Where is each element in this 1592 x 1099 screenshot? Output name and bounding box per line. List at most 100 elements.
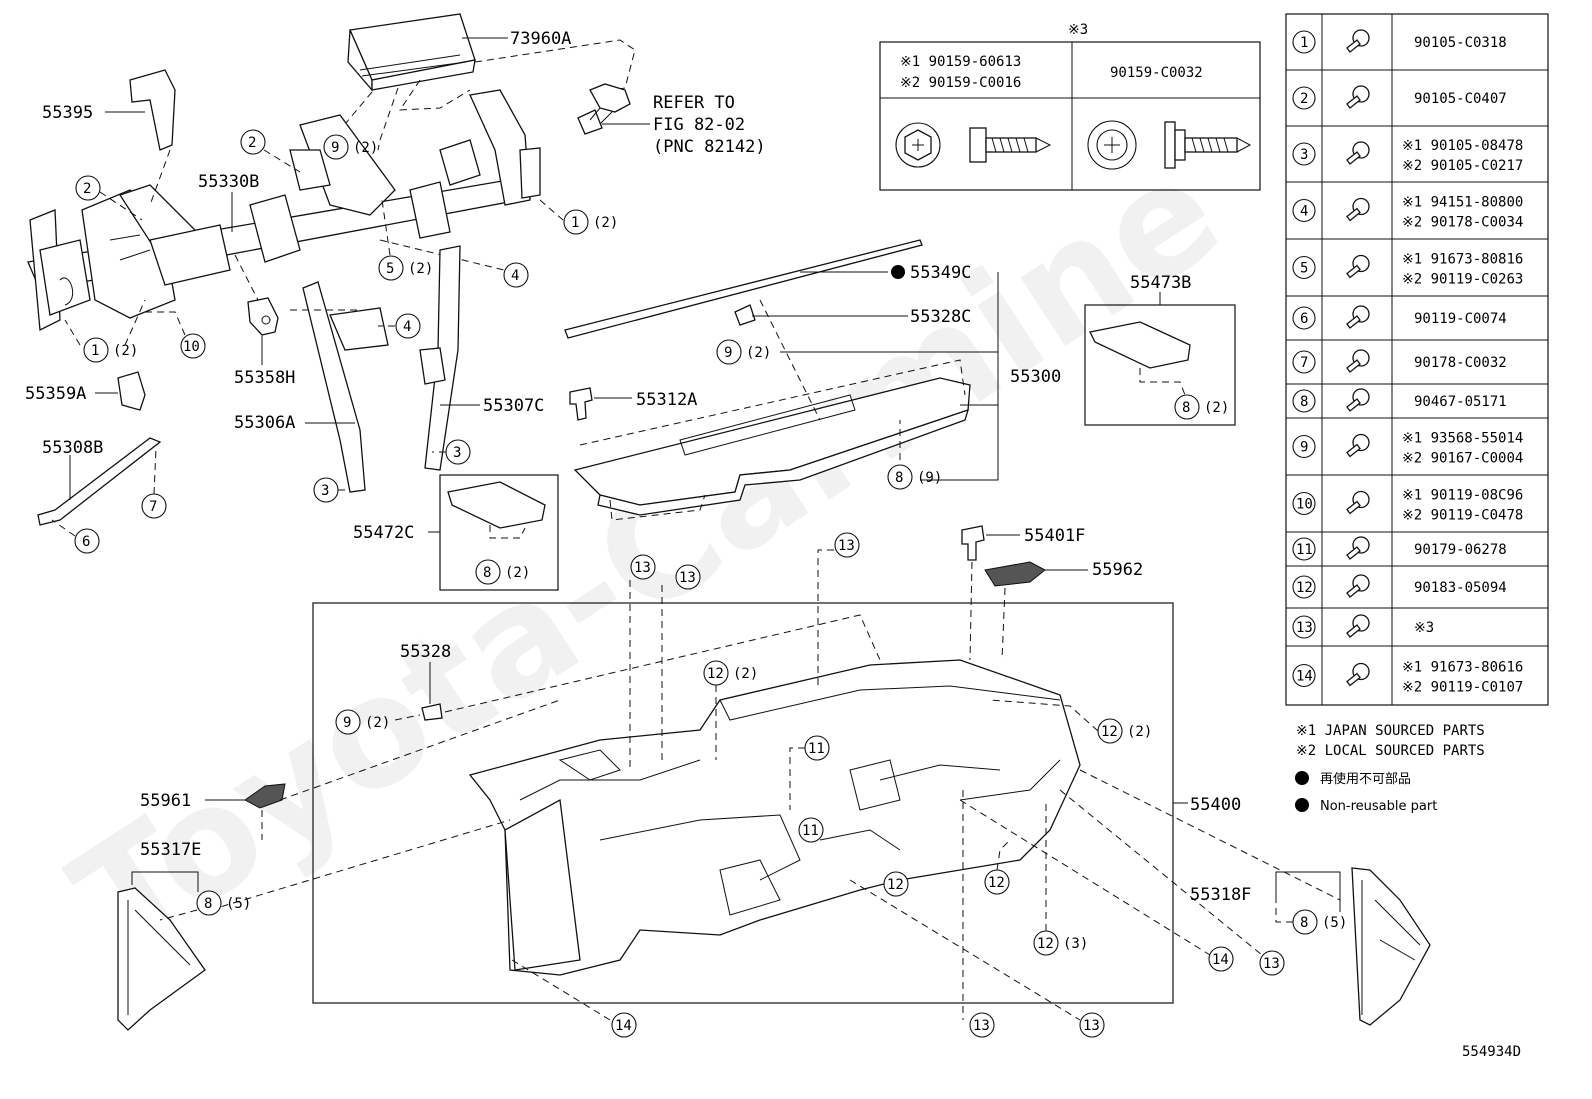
clip-55328c [734,304,756,326]
parts-row-number: 7 [1300,355,1308,371]
callout-55349c: 55349C [910,263,971,283]
svg-text:8: 8 [895,470,903,486]
brace-55308b [37,437,162,526]
parts-row-number-circle [1292,255,1316,280]
callout-circle-6: 6 [74,528,100,554]
fastener-icon [1346,349,1370,373]
svg-text:8: 8 [1182,400,1190,416]
callout-55962: 55962 [1092,560,1143,580]
parts-row-number: 14 [1296,669,1313,685]
parts-row-number: 5 [1300,261,1308,277]
parts-row-number: 1 [1300,35,1308,51]
callout-circle-10: 10 [180,333,206,359]
cover-55473b [1089,321,1191,369]
callout-55401f: 55401F [1024,526,1085,546]
wiring-connector [577,83,631,135]
svg-text:9: 9 [343,715,351,731]
callout-circle-12b: 12 [1097,718,1123,744]
parts-row-number-circle [1292,575,1316,599]
callout-circle-11a: 11 [804,735,830,761]
bracket-55358h [247,297,279,336]
qty-9c: (2) [365,715,390,731]
parts-row-number-circle [1292,350,1316,374]
fastener-icon [1346,614,1370,638]
callout-55328c: 55328C [910,307,971,327]
callout-55359a: 55359A [25,384,86,404]
svg-text:11: 11 [802,823,819,839]
brace-55306a [302,281,389,493]
callout-circle-2b: 2 [75,175,101,201]
vent-55962 [984,561,1046,587]
parts-row-number: 4 [1300,204,1308,220]
svg-text:14: 14 [1212,952,1229,968]
callout-55473b: 55473B [1130,273,1191,293]
callout-circle-8a: 8 [887,464,913,490]
qty-8b: (2) [1204,400,1229,416]
parts-row-code-local: ※2 90105-C0217 [1402,158,1523,174]
parts-row-number-circle [1292,389,1316,413]
parts-row-code: ※1 94151-80800 [1402,195,1523,211]
callout-55306a: 55306A [234,413,295,433]
svg-text:4: 4 [511,268,519,284]
cover-55472c [447,481,546,529]
bracket-55395 [129,69,176,151]
callout-circle-11b: 11 [798,817,824,843]
parts-row-number-circle [1292,491,1316,516]
fastener-icon [1346,490,1370,515]
callout-55395: 55395 [42,103,93,123]
callout-circle-13f: 13 [1259,950,1285,976]
svg-text:9: 9 [331,140,339,156]
callout-circle-12c: 12 [883,871,909,897]
side-cover-55317e [117,887,206,1031]
fastener-icon [1346,305,1370,329]
callout-55300: 55300 [1010,367,1061,387]
svg-text:7: 7 [149,499,157,515]
svg-text:13: 13 [1083,1018,1100,1034]
svg-text:11: 11 [808,741,825,757]
parts-row-number: 11 [1296,542,1313,558]
callout-55400: 55400 [1190,795,1241,815]
fastener-icon [1346,536,1370,560]
hex-screw-side-icon [969,127,1052,163]
instrument-panel-55400 [468,659,1081,976]
svg-text:9: 9 [724,345,732,361]
callout-circle-4a: 4 [503,262,529,288]
parts-row-code-local: ※2 90119-C0263 [1402,272,1523,288]
fastener-icon [1346,254,1370,279]
svg-text:4: 4 [403,319,411,335]
parts-row-code: 90105-C0318 [1414,35,1507,51]
qty-8d: (5) [226,896,251,912]
parts-row-number: 2 [1300,91,1308,107]
qty-1a: (2) [593,215,618,231]
svg-text:8: 8 [204,896,212,912]
qty-9b: (2) [746,345,771,361]
svg-text:12: 12 [1037,936,1054,952]
upper-panel-55300 [573,377,971,516]
fastener-icon [1346,433,1370,458]
refer-line1: REFER TO [653,93,735,113]
legend-note2: ※2 LOCAL SOURCED PARTS [1296,743,1485,759]
parts-row-number: 13 [1296,620,1313,636]
callout-circle-13d: 13 [969,1012,995,1038]
parts-row-number: 9 [1300,440,1308,456]
callout-circle-13e: 13 [1079,1012,1105,1038]
fastener-icon [1346,662,1370,687]
parts-row-code: ※1 91673-80816 [1402,252,1523,268]
svg-text:8: 8 [483,565,491,581]
callout-circle-8d: 8 [196,890,222,916]
screw-table-title: ※3 [1068,22,1088,38]
parts-row-number-circle [1292,86,1316,110]
pan-screw-side-icon [1164,121,1252,169]
fastener-icon [1346,574,1370,598]
pan-screw-head-icon [1087,120,1137,170]
svg-text:13: 13 [1263,956,1280,972]
refer-line2: FIG 82-02 [653,115,745,135]
parts-row-number-circle [1292,434,1316,459]
svg-text:13: 13 [973,1018,990,1034]
legend-jp: 再使用不可部品 [1320,771,1411,787]
svg-text:8: 8 [1300,915,1308,931]
parts-row-number: 10 [1296,497,1313,513]
callout-circle-12e: 12 [1033,930,1059,956]
qty-8a: (9) [917,470,942,486]
callout-circle-3a: 3 [313,477,339,503]
